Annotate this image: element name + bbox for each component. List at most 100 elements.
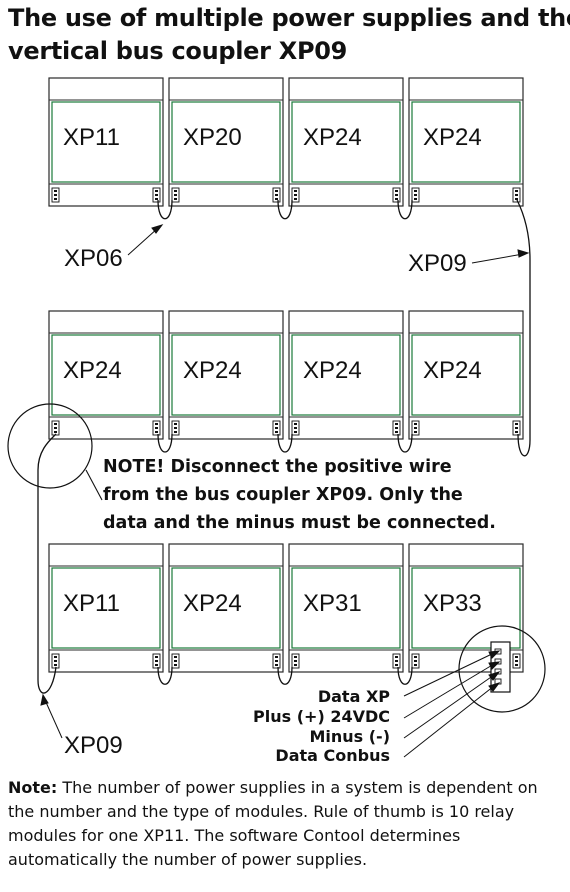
connector-pin xyxy=(155,664,158,666)
connector-pin xyxy=(414,198,417,200)
xp09-right-label: XP09 xyxy=(408,250,467,277)
module-3-3: XP31 xyxy=(288,543,404,673)
wire-label-plus: Plus (+) 24VDC xyxy=(253,707,390,726)
xp06-wire-3 xyxy=(397,199,413,220)
connector-pin xyxy=(395,660,398,662)
connector-pin xyxy=(414,656,417,658)
footer-note-label: Note: xyxy=(8,778,58,797)
highlight-circle-left xyxy=(7,403,93,489)
connector-pin xyxy=(515,660,518,662)
row3-wire-1 xyxy=(157,666,173,685)
connector-pin xyxy=(414,660,417,662)
connector-pin xyxy=(155,660,158,662)
connector-pin xyxy=(54,423,57,425)
connector-pin xyxy=(515,431,518,433)
connector-pin xyxy=(275,198,278,200)
module-label: XP24 xyxy=(423,357,482,384)
connector-pin xyxy=(294,190,297,192)
connector-pin xyxy=(54,660,57,662)
module-front-panel xyxy=(51,101,161,183)
connector-pin xyxy=(395,431,398,433)
connector-pin xyxy=(294,431,297,433)
connector-pin xyxy=(294,194,297,196)
connector-zoom-circle xyxy=(458,625,546,713)
module-1-2: XP20 xyxy=(168,77,284,207)
connector-pin xyxy=(395,664,398,666)
module-label: XP24 xyxy=(63,357,122,384)
note-leader xyxy=(85,469,103,501)
connector-pin xyxy=(515,656,518,658)
module-front-panel xyxy=(171,101,281,183)
connector-pin xyxy=(294,198,297,200)
module-1-3: XP24 xyxy=(288,77,404,207)
xp06-wire-1 xyxy=(157,199,173,220)
connector-pin xyxy=(414,423,417,425)
connector-pin xyxy=(515,198,518,200)
connector-pin xyxy=(174,664,177,666)
connector-pin xyxy=(515,664,518,666)
connector-pin xyxy=(174,427,177,429)
connector-pin xyxy=(395,198,398,200)
module-front-panel xyxy=(291,567,401,649)
title-line-2: vertical bus coupler XP09 xyxy=(8,37,348,65)
connector-pin xyxy=(54,656,57,658)
module-2-2: XP24 xyxy=(168,310,284,440)
connector-pin xyxy=(395,190,398,192)
module-front-panel xyxy=(291,334,401,416)
module-label: XP33 xyxy=(423,590,482,617)
module-front-panel xyxy=(411,334,521,416)
connector-pin xyxy=(395,427,398,429)
module-label: XP24 xyxy=(423,124,482,151)
module-2-4: XP24 xyxy=(408,310,524,440)
callout-arrows xyxy=(40,224,530,758)
connector-pin xyxy=(515,423,518,425)
module-label: XP20 xyxy=(183,124,242,151)
connector-pin xyxy=(174,194,177,196)
connector-pin xyxy=(414,427,417,429)
module-label: XP31 xyxy=(303,590,362,617)
connector-pin xyxy=(294,423,297,425)
module-front-panel xyxy=(411,567,521,649)
connector-pin xyxy=(275,423,278,425)
connector-pin xyxy=(395,423,398,425)
row3-wire-2 xyxy=(277,666,293,685)
row2-wire-2 xyxy=(277,433,293,453)
connector-pin xyxy=(515,194,518,196)
connector-pin xyxy=(174,431,177,433)
connector-pin xyxy=(54,664,57,666)
connector-pin xyxy=(155,198,158,200)
connector-pin xyxy=(174,423,177,425)
xp06-wire-2 xyxy=(277,199,293,220)
connector-pin xyxy=(174,656,177,658)
connector-pin xyxy=(275,656,278,658)
connector-pin xyxy=(155,427,158,429)
module-front-panel xyxy=(51,334,161,416)
connector-pin xyxy=(174,190,177,192)
xp09-bottom-label: XP09 xyxy=(64,732,123,759)
wire-label-minus: Minus (-) xyxy=(309,727,390,746)
connector-pin xyxy=(515,427,518,429)
connector-pin xyxy=(275,431,278,433)
row2-wire-1 xyxy=(157,433,173,453)
connector-pin xyxy=(275,190,278,192)
module-front-panel xyxy=(171,334,281,416)
wire-label-data-xp: Data XP xyxy=(318,687,390,706)
module-front-panel xyxy=(291,101,401,183)
xp09-left-wire xyxy=(37,433,57,694)
connector-pin xyxy=(395,194,398,196)
connector-pin xyxy=(155,194,158,196)
connector-pin xyxy=(54,427,57,429)
module-2-1: XP24 xyxy=(48,310,164,440)
connector-pin xyxy=(155,190,158,192)
module-label: XP24 xyxy=(183,590,242,617)
footer-note-text: The number of power supplies in a system… xyxy=(8,778,538,869)
connector-pin xyxy=(54,194,57,196)
connector-pin xyxy=(414,431,417,433)
connector-pin xyxy=(275,660,278,662)
xp09-right-wire xyxy=(516,199,531,457)
connector-pin xyxy=(294,427,297,429)
page-title: The use of multiple power supplies and t… xyxy=(8,2,570,68)
